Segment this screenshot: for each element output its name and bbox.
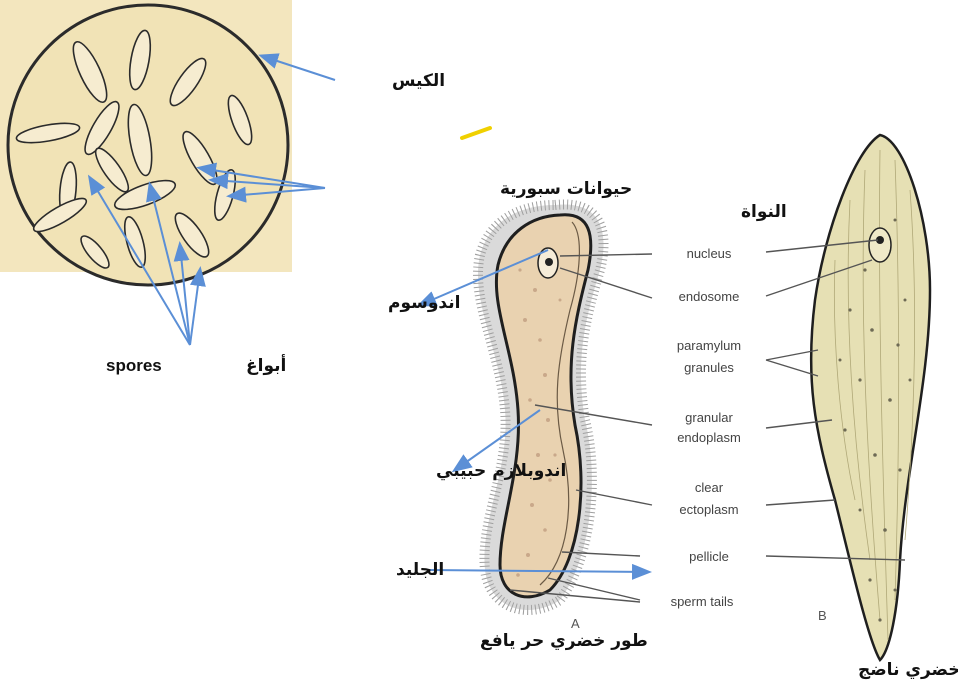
label-granules-en: granules <box>684 360 734 375</box>
mature-form-cell <box>811 135 930 660</box>
label-sporozoites-ar: حيوانات سبورية <box>500 179 632 199</box>
label-free-form-ar: طور خضري حر يافع <box>480 631 648 651</box>
label-pellicle-ar: الجليد <box>396 560 444 580</box>
label-pellicle-en: pellicle <box>689 549 729 564</box>
label-paramylum-en: paramylum <box>677 338 741 353</box>
label-nucleus-en: nucleus <box>687 246 732 261</box>
yellow-mark <box>462 128 490 138</box>
label-clear-en: clear <box>695 480 724 495</box>
free-form-cell <box>478 204 604 610</box>
label-sperm-tails-en: sperm tails <box>671 594 734 609</box>
label-nucleus-ar: النواة <box>741 202 787 222</box>
endosome-A <box>545 258 553 266</box>
nucleus-B <box>869 228 891 262</box>
label-ectoplasm-en: ectoplasm <box>679 502 738 517</box>
label-endoplasm-en: endoplasm <box>677 430 741 445</box>
label-cyst-ar: الكيس <box>392 71 445 91</box>
label-endosome-en: endosome <box>679 289 740 304</box>
label-endosome-ar: اندوسوم <box>388 293 460 313</box>
cyst-panel <box>0 0 292 285</box>
label-spores-ar: أبواغ <box>246 354 286 376</box>
label-endoplasm-ar: اندوبلازم حبيبي <box>436 461 566 481</box>
figure-label-b: B <box>818 608 827 623</box>
label-granular-en: granular <box>685 410 733 425</box>
label-spores-en: spores <box>106 356 162 375</box>
arrow-pellicle <box>430 570 648 572</box>
figure-label-a: A <box>571 616 580 631</box>
arrow-spores-4 <box>190 270 200 345</box>
label-mature-form-ar: طور خضري ناضج <box>858 660 958 680</box>
